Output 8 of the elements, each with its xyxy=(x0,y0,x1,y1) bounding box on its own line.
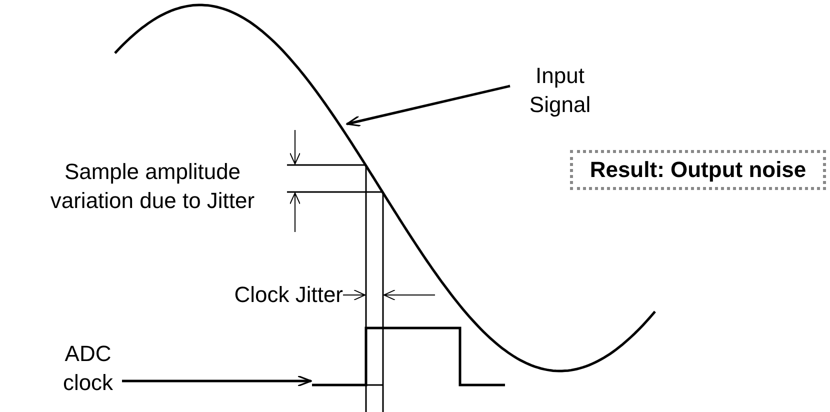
amplitude-variation-label: Sample amplitude variation due to Jitter xyxy=(49,158,256,215)
arrow xyxy=(346,84,510,127)
result-box: Result: Output noise xyxy=(570,150,826,190)
clock-waveform xyxy=(312,326,505,386)
clock-label: ADC clock xyxy=(58,340,118,398)
arrow xyxy=(122,375,312,387)
signal-label: Input Signal xyxy=(510,62,610,120)
clock-jitter-label: Clock Jitter xyxy=(233,281,343,309)
